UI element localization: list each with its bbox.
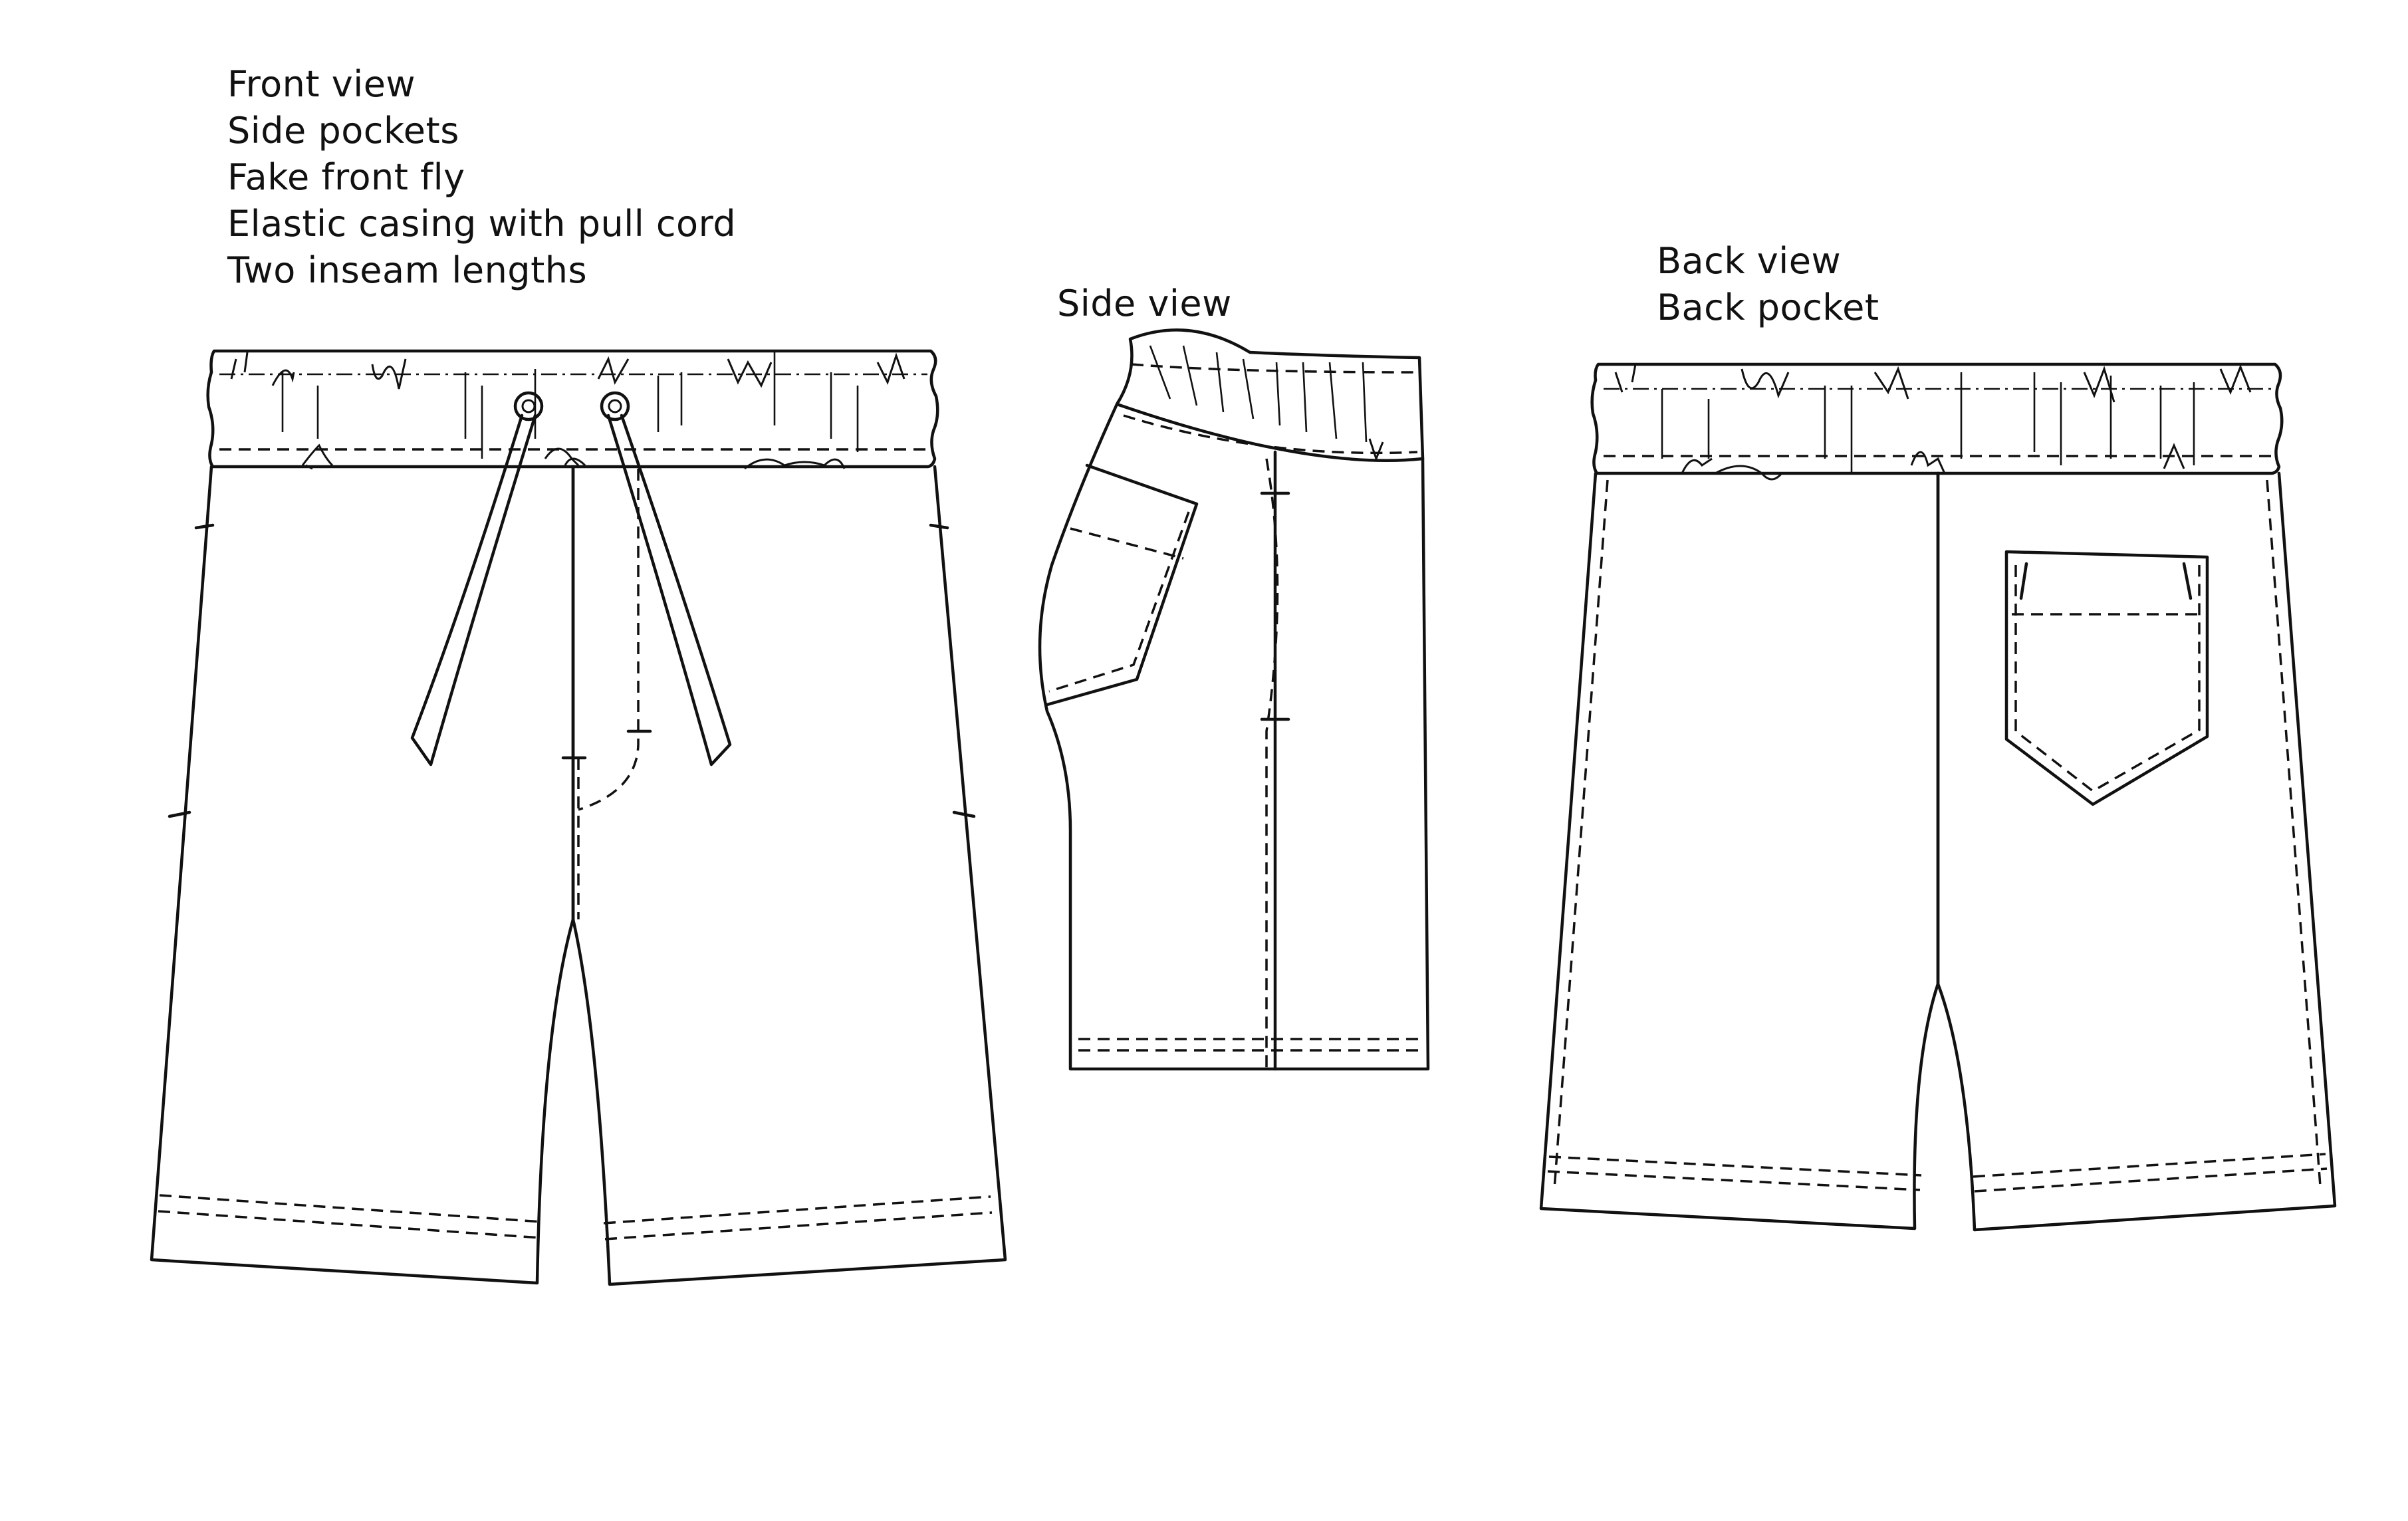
- back-pocket-bartack-left: [2019, 562, 2028, 600]
- front-pocket-notch-right-bottom: [952, 810, 976, 818]
- front-eyelet-left: [513, 391, 544, 421]
- front-right-hem-stitch-1: [603, 1195, 991, 1225]
- front-elastic-gathers: [230, 352, 905, 470]
- front-view-shorts: [150, 349, 1007, 1286]
- front-fake-fly-stitch: [578, 469, 640, 811]
- back-right-leg-outline: [1936, 471, 2337, 1232]
- front-view-title: Front view: [227, 63, 416, 105]
- front-pocket-notch-left-bottom: [168, 810, 191, 818]
- front-eyelet-right-inner: [608, 399, 622, 413]
- front-pocket-notch-left-top: [194, 523, 215, 530]
- front-feature-elastic-casing: Elastic casing with pull cord: [227, 203, 737, 245]
- back-left-side-stitch: [1553, 479, 1609, 1189]
- back-left-leg-outline: [1539, 471, 1940, 1230]
- side-pocket-top-stitch: [1070, 527, 1184, 560]
- back-left-hem-stitch-2: [1547, 1170, 1921, 1191]
- back-view-shorts: [1539, 362, 2337, 1232]
- side-view-labels: Side view: [1057, 281, 1232, 327]
- front-pocket-notch-right-top: [929, 523, 949, 530]
- side-view-title: Side view: [1057, 283, 1232, 324]
- back-pocket-bartack-right: [2182, 562, 2193, 600]
- back-feature-back-pocket: Back pocket: [1657, 287, 1879, 328]
- front-feature-inseam-lengths: Two inseam lengths: [227, 249, 588, 291]
- front-right-leg-outline: [571, 465, 1007, 1286]
- front-pull-cord-left: [410, 413, 537, 766]
- side-waistband-stitch-bottom: [1123, 414, 1418, 455]
- front-left-leg-outline: [150, 465, 575, 1285]
- front-waistband: [206, 349, 939, 469]
- side-pocket-edge-stitch: [1048, 511, 1190, 693]
- side-pocket-outline: [1045, 463, 1199, 707]
- back-right-side-stitch: [2266, 479, 2322, 1187]
- side-body-outline: [1038, 402, 1430, 1071]
- back-waistband: [1590, 362, 2284, 475]
- front-view-labels: Front view Side pockets Fake front fly E…: [227, 61, 736, 294]
- back-view-labels: Back view Back pocket: [1657, 238, 1879, 331]
- front-pull-cord-right: [606, 413, 732, 766]
- back-elastic-gathers: [1614, 364, 2252, 481]
- back-right-hem-stitch-2: [1974, 1167, 2328, 1193]
- side-elastic-gathers: [1149, 345, 1384, 462]
- side-waistband: [1115, 328, 1425, 462]
- front-left-hem-stitch-1: [159, 1194, 542, 1223]
- back-right-hem-stitch-1: [1973, 1153, 2326, 1178]
- front-left-hem-stitch-2: [158, 1210, 541, 1239]
- side-view-shorts: [1038, 328, 1430, 1071]
- side-waistband-stitch-top: [1131, 363, 1418, 374]
- front-eyelet-left-inner: [521, 399, 536, 413]
- front-feature-side-pockets: Side pockets: [227, 110, 459, 152]
- back-view-title: Back view: [1657, 240, 1842, 282]
- front-right-hem-stitch-2: [604, 1211, 993, 1240]
- back-pocket-outline: [2004, 550, 2209, 806]
- front-feature-fake-fly: Fake front fly: [227, 156, 465, 198]
- side-seam-stitch: [1265, 458, 1279, 1069]
- front-eyelet-right: [600, 391, 630, 421]
- back-left-hem-stitch-1: [1548, 1155, 1922, 1177]
